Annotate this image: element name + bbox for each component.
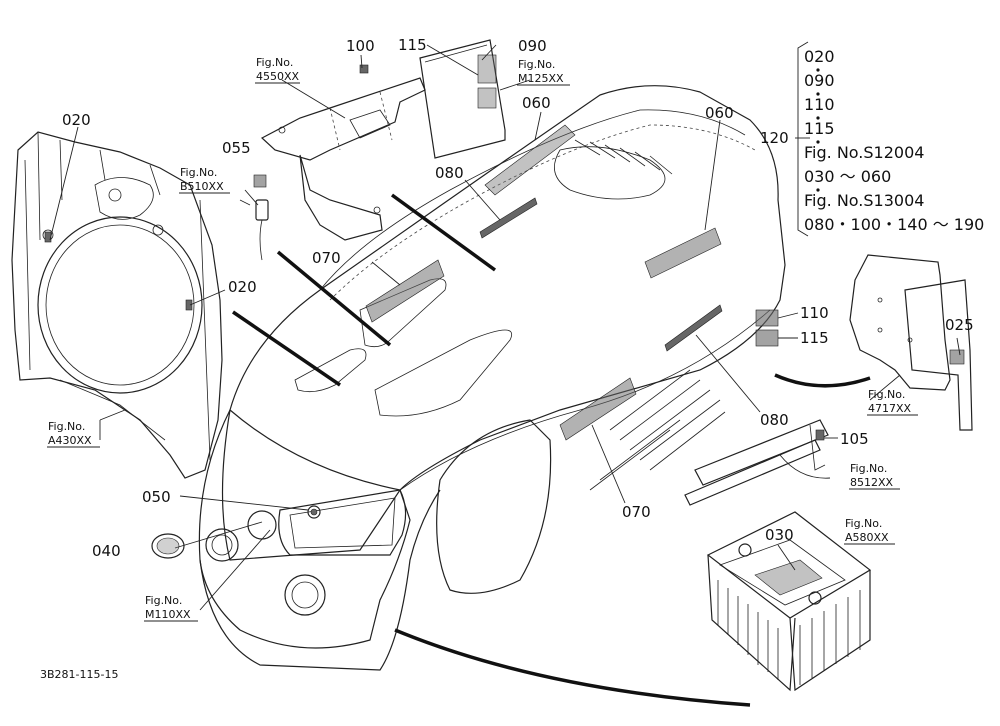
fig-ref-4717-label: Fig.No.	[868, 388, 905, 401]
fig-ref-8512-code: 8512XX	[850, 476, 894, 489]
part-labels: 020 020 055 100 115 090 060 060 080 070 …	[62, 36, 974, 560]
set-list-item-2: 090	[804, 71, 835, 90]
fig-ref-m125-label: Fig.No.	[518, 58, 555, 71]
diagram-code: 3B281-115-15	[40, 668, 118, 681]
part-label-020-b: 020	[228, 278, 257, 296]
set-list-item-1: 020	[804, 47, 835, 66]
fig-ref-4550-code: 4550XX	[256, 70, 300, 83]
part-label-055: 055	[222, 139, 251, 157]
side-rail	[684, 419, 829, 506]
fig-ref-a430-label: Fig.No.	[48, 420, 85, 433]
hood-bracket	[260, 64, 426, 241]
set-list-item-3: 110	[804, 95, 835, 114]
set-list-item-5: Fig. No.S12004	[804, 143, 924, 162]
part-label-030: 030	[765, 526, 794, 544]
fig-ref-4550-label: Fig.No.	[256, 56, 293, 69]
cover-plate	[419, 39, 506, 159]
part-label-115-b: 115	[800, 329, 829, 347]
decals	[365, 124, 779, 441]
fig-ref-b510-code: B510XX	[180, 180, 224, 193]
part-label-050: 050	[142, 488, 171, 506]
figure-references: Fig.No. 4550XX Fig.No. M125XX Fig.No. B5…	[47, 56, 918, 622]
sensor-055	[239, 174, 269, 261]
part-label-090: 090	[518, 37, 547, 55]
part-label-025: 025	[945, 316, 974, 334]
part-label-070-b: 070	[622, 503, 651, 521]
bonnet-hood	[198, 85, 786, 671]
part-label-080-a: 080	[435, 164, 464, 182]
part-label-020-a: 020	[62, 111, 91, 129]
direction-arrows	[232, 193, 871, 707]
part-label-105: 105	[840, 430, 869, 448]
side-panel-right	[849, 254, 973, 431]
part-label-060-b: 060	[705, 104, 734, 122]
fig-ref-4717-code: 4717XX	[868, 402, 912, 415]
fig-ref-a430-code: A430XX	[48, 434, 92, 447]
part-label-070-a: 070	[312, 249, 341, 267]
gasket-040	[151, 533, 185, 559]
fig-ref-a580-code: A580XX	[845, 531, 889, 544]
fig-ref-m110-code: M110XX	[145, 608, 191, 621]
part-label-115-a: 115	[398, 36, 427, 54]
part-label-040: 040	[92, 542, 121, 560]
part-label-110: 110	[800, 304, 829, 322]
part-label-080-b: 080	[760, 411, 789, 429]
set-component-list: 020 090 110 115 Fig. No.S12004 030 ～ 060…	[804, 47, 984, 234]
set-list-item-6: 030 ～ 060	[804, 167, 891, 186]
fig-ref-m110-label: Fig.No.	[145, 594, 182, 607]
fig-ref-b510-label: Fig.No.	[180, 166, 217, 179]
leader-lines	[49, 41, 961, 611]
set-list-item-8: 080・100・140 ～ 190	[804, 215, 984, 234]
part-label-120: 120	[760, 129, 789, 147]
set-list-item-7: Fig. No.S13004	[804, 191, 924, 210]
part-label-060-a: 060	[522, 94, 551, 112]
fig-ref-8512-label: Fig.No.	[850, 462, 887, 475]
set-list-item-4: 115	[804, 119, 835, 138]
radiator-shroud	[11, 131, 223, 479]
part-label-100: 100	[346, 37, 375, 55]
battery	[706, 511, 872, 692]
fig-ref-a580-label: Fig.No.	[845, 517, 882, 530]
fig-ref-m125-code: M125XX	[518, 72, 564, 85]
